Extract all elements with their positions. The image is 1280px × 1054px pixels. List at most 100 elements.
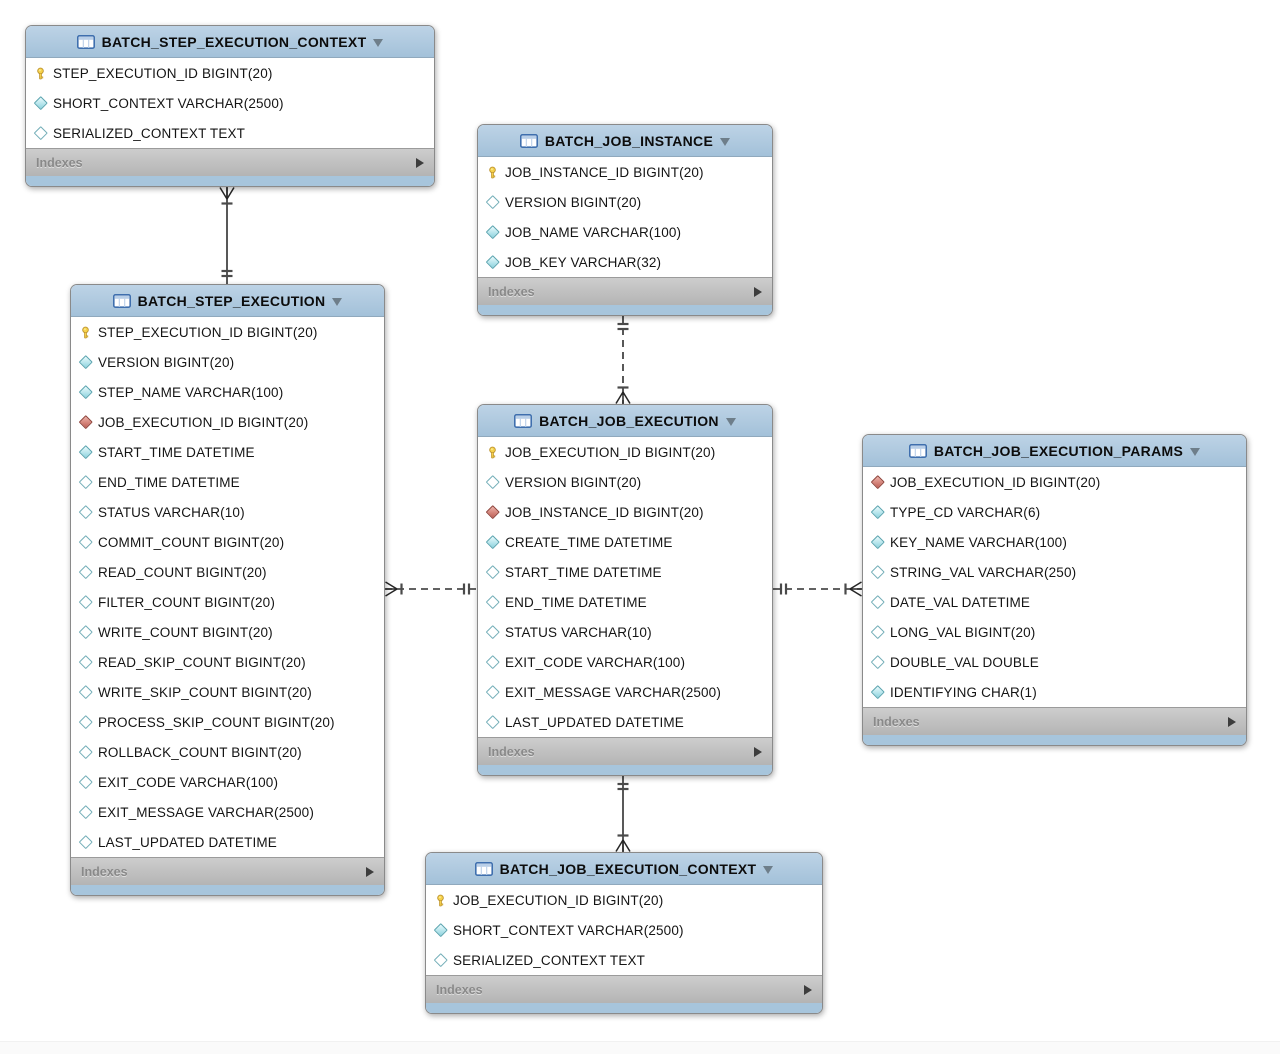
column-row[interactable]: SHORT_CONTEXT VARCHAR(2500) [426,915,822,945]
column-row[interactable]: SERIALIZED_CONTEXT TEXT [26,118,434,148]
column-row[interactable]: START_TIME DATETIME [478,557,772,587]
column-row[interactable]: JOB_EXECUTION_ID BIGINT(20) [863,467,1246,497]
table-title: BATCH_STEP_EXECUTION_CONTEXT [101,33,367,50]
notnull-icon [33,96,48,110]
column-row[interactable]: COMMIT_COUNT BIGINT(20) [71,527,384,557]
table-batch_job_execution_context[interactable]: BATCH_JOB_EXECUTION_CONTEXT JOB_EXECUTIO… [425,852,823,1014]
table-header[interactable]: BATCH_JOB_EXECUTION_CONTEXT [426,853,822,885]
column-row[interactable]: KEY_NAME VARCHAR(100) [863,527,1246,557]
column-row[interactable]: SHORT_CONTEXT VARCHAR(2500) [26,88,434,118]
nullable-icon [78,655,93,669]
column-row[interactable]: STATUS VARCHAR(10) [71,497,384,527]
column-row[interactable]: JOB_INSTANCE_ID BIGINT(20) [478,497,772,527]
column-row[interactable]: VERSION BIGINT(20) [478,187,772,217]
indexes-bar[interactable]: Indexes [863,707,1246,735]
expand-indexes-icon[interactable] [804,984,812,995]
expand-indexes-icon[interactable] [1228,716,1236,727]
indexes-bar[interactable]: Indexes [478,737,772,765]
table-header[interactable]: BATCH_STEP_EXECUTION [71,285,384,317]
column-row[interactable]: DATE_VAL DATETIME [863,587,1246,617]
column-row[interactable]: WRITE_SKIP_COUNT BIGINT(20) [71,677,384,707]
table-header[interactable]: BATCH_JOB_EXECUTION_PARAMS [863,435,1246,467]
relationship-batch_job_instance--batch_job_execution[interactable] [615,316,631,404]
column-label: EXIT_CODE VARCHAR(100) [98,774,279,790]
column-row[interactable]: STEP_EXECUTION_ID BIGINT(20) [71,317,384,347]
expand-indexes-icon[interactable] [754,286,762,297]
column-row[interactable]: DOUBLE_VAL DOUBLE [863,647,1246,677]
column-row[interactable]: EXIT_MESSAGE VARCHAR(2500) [71,797,384,827]
indexes-bar[interactable]: Indexes [426,975,822,1003]
indexes-label: Indexes [81,864,128,879]
table-batch_job_instance[interactable]: BATCH_JOB_INSTANCE JOB_INSTANCE_ID BIGIN… [477,124,773,316]
column-row[interactable]: LAST_UPDATED DATETIME [478,707,772,737]
relationship-batch_job_execution--batch_job_execution_context[interactable] [615,776,631,852]
column-row[interactable]: WRITE_COUNT BIGINT(20) [71,617,384,647]
foreign-key-icon [485,505,500,519]
collapse-arrow-icon[interactable] [763,865,774,874]
table-batch_step_execution_context[interactable]: BATCH_STEP_EXECUTION_CONTEXT STEP_EXECUT… [25,25,435,187]
column-row[interactable]: JOB_KEY VARCHAR(32) [478,247,772,277]
column-row[interactable]: TYPE_CD VARCHAR(6) [863,497,1246,527]
indexes-bar[interactable]: Indexes [71,857,384,885]
column-row[interactable]: CREATE_TIME DATETIME [478,527,772,557]
column-row[interactable]: END_TIME DATETIME [478,587,772,617]
column-row[interactable]: IDENTIFYING CHAR(1) [863,677,1246,707]
column-label: FILTER_COUNT BIGINT(20) [98,594,275,610]
table-columns: JOB_EXECUTION_ID BIGINT(20) SHORT_CONTEX… [426,885,822,975]
table-batch_job_execution[interactable]: BATCH_JOB_EXECUTION JOB_EXECUTION_ID BIG… [477,404,773,776]
column-row[interactable]: JOB_NAME VARCHAR(100) [478,217,772,247]
collapse-arrow-icon[interactable] [720,137,731,146]
collapse-arrow-icon[interactable] [332,297,343,306]
column-row[interactable]: EXIT_CODE VARCHAR(100) [71,767,384,797]
relationship-batch_job_execution--batch_step_execution[interactable] [385,581,477,597]
relationship-batch_step_execution_context--batch_step_execution[interactable] [219,187,235,284]
indexes-bar[interactable]: Indexes [478,277,772,305]
column-row[interactable]: VERSION BIGINT(20) [71,347,384,377]
column-row[interactable]: ROLLBACK_COUNT BIGINT(20) [71,737,384,767]
column-row[interactable]: START_TIME DATETIME [71,437,384,467]
expand-indexes-icon[interactable] [416,157,424,168]
expand-indexes-icon[interactable] [754,746,762,757]
column-row[interactable]: LAST_UPDATED DATETIME [71,827,384,857]
table-batch_step_execution[interactable]: BATCH_STEP_EXECUTION STEP_EXECUTION_ID B… [70,284,385,896]
column-label: WRITE_SKIP_COUNT BIGINT(20) [98,684,312,700]
table-footer-strip [478,765,772,775]
column-row[interactable]: SERIALIZED_CONTEXT TEXT [426,945,822,975]
notnull-icon [870,505,885,519]
collapse-arrow-icon[interactable] [725,417,736,426]
column-row[interactable]: EXIT_CODE VARCHAR(100) [478,647,772,677]
column-label: SERIALIZED_CONTEXT TEXT [53,125,246,141]
bottom-bar [0,1041,1280,1054]
table-header[interactable]: BATCH_STEP_EXECUTION_CONTEXT [26,26,434,58]
column-row[interactable]: STATUS VARCHAR(10) [478,617,772,647]
column-row[interactable]: JOB_EXECUTION_ID BIGINT(20) [478,437,772,467]
column-row[interactable]: JOB_EXECUTION_ID BIGINT(20) [71,407,384,437]
nullable-icon [78,745,93,759]
column-row[interactable]: JOB_EXECUTION_ID BIGINT(20) [426,885,822,915]
table-title: BATCH_JOB_EXECUTION [539,412,719,429]
column-row[interactable]: STEP_NAME VARCHAR(100) [71,377,384,407]
table-header[interactable]: BATCH_JOB_EXECUTION [478,405,772,437]
table-title: BATCH_JOB_EXECUTION_PARAMS [933,442,1184,459]
table-header[interactable]: BATCH_JOB_INSTANCE [478,125,772,157]
relationship-batch_job_execution--batch_job_execution_params[interactable] [773,581,862,597]
table-batch_job_execution_params[interactable]: BATCH_JOB_EXECUTION_PARAMS JOB_EXECUTION… [862,434,1247,746]
notnull-icon [78,385,93,399]
column-row[interactable]: END_TIME DATETIME [71,467,384,497]
collapse-arrow-icon[interactable] [373,38,384,47]
column-row[interactable]: VERSION BIGINT(20) [478,467,772,497]
column-row[interactable]: LONG_VAL BIGINT(20) [863,617,1246,647]
collapse-arrow-icon[interactable] [1190,447,1201,456]
column-row[interactable]: READ_SKIP_COUNT BIGINT(20) [71,647,384,677]
column-row[interactable]: FILTER_COUNT BIGINT(20) [71,587,384,617]
indexes-bar[interactable]: Indexes [26,148,434,176]
column-row[interactable]: PROCESS_SKIP_COUNT BIGINT(20) [71,707,384,737]
column-row[interactable]: STEP_EXECUTION_ID BIGINT(20) [26,58,434,88]
nullable-icon [485,475,500,489]
column-row[interactable]: JOB_INSTANCE_ID BIGINT(20) [478,157,772,187]
column-row[interactable]: READ_COUNT BIGINT(20) [71,557,384,587]
column-row[interactable]: EXIT_MESSAGE VARCHAR(2500) [478,677,772,707]
column-label: JOB_EXECUTION_ID BIGINT(20) [890,474,1101,490]
expand-indexes-icon[interactable] [366,866,374,877]
column-row[interactable]: STRING_VAL VARCHAR(250) [863,557,1246,587]
